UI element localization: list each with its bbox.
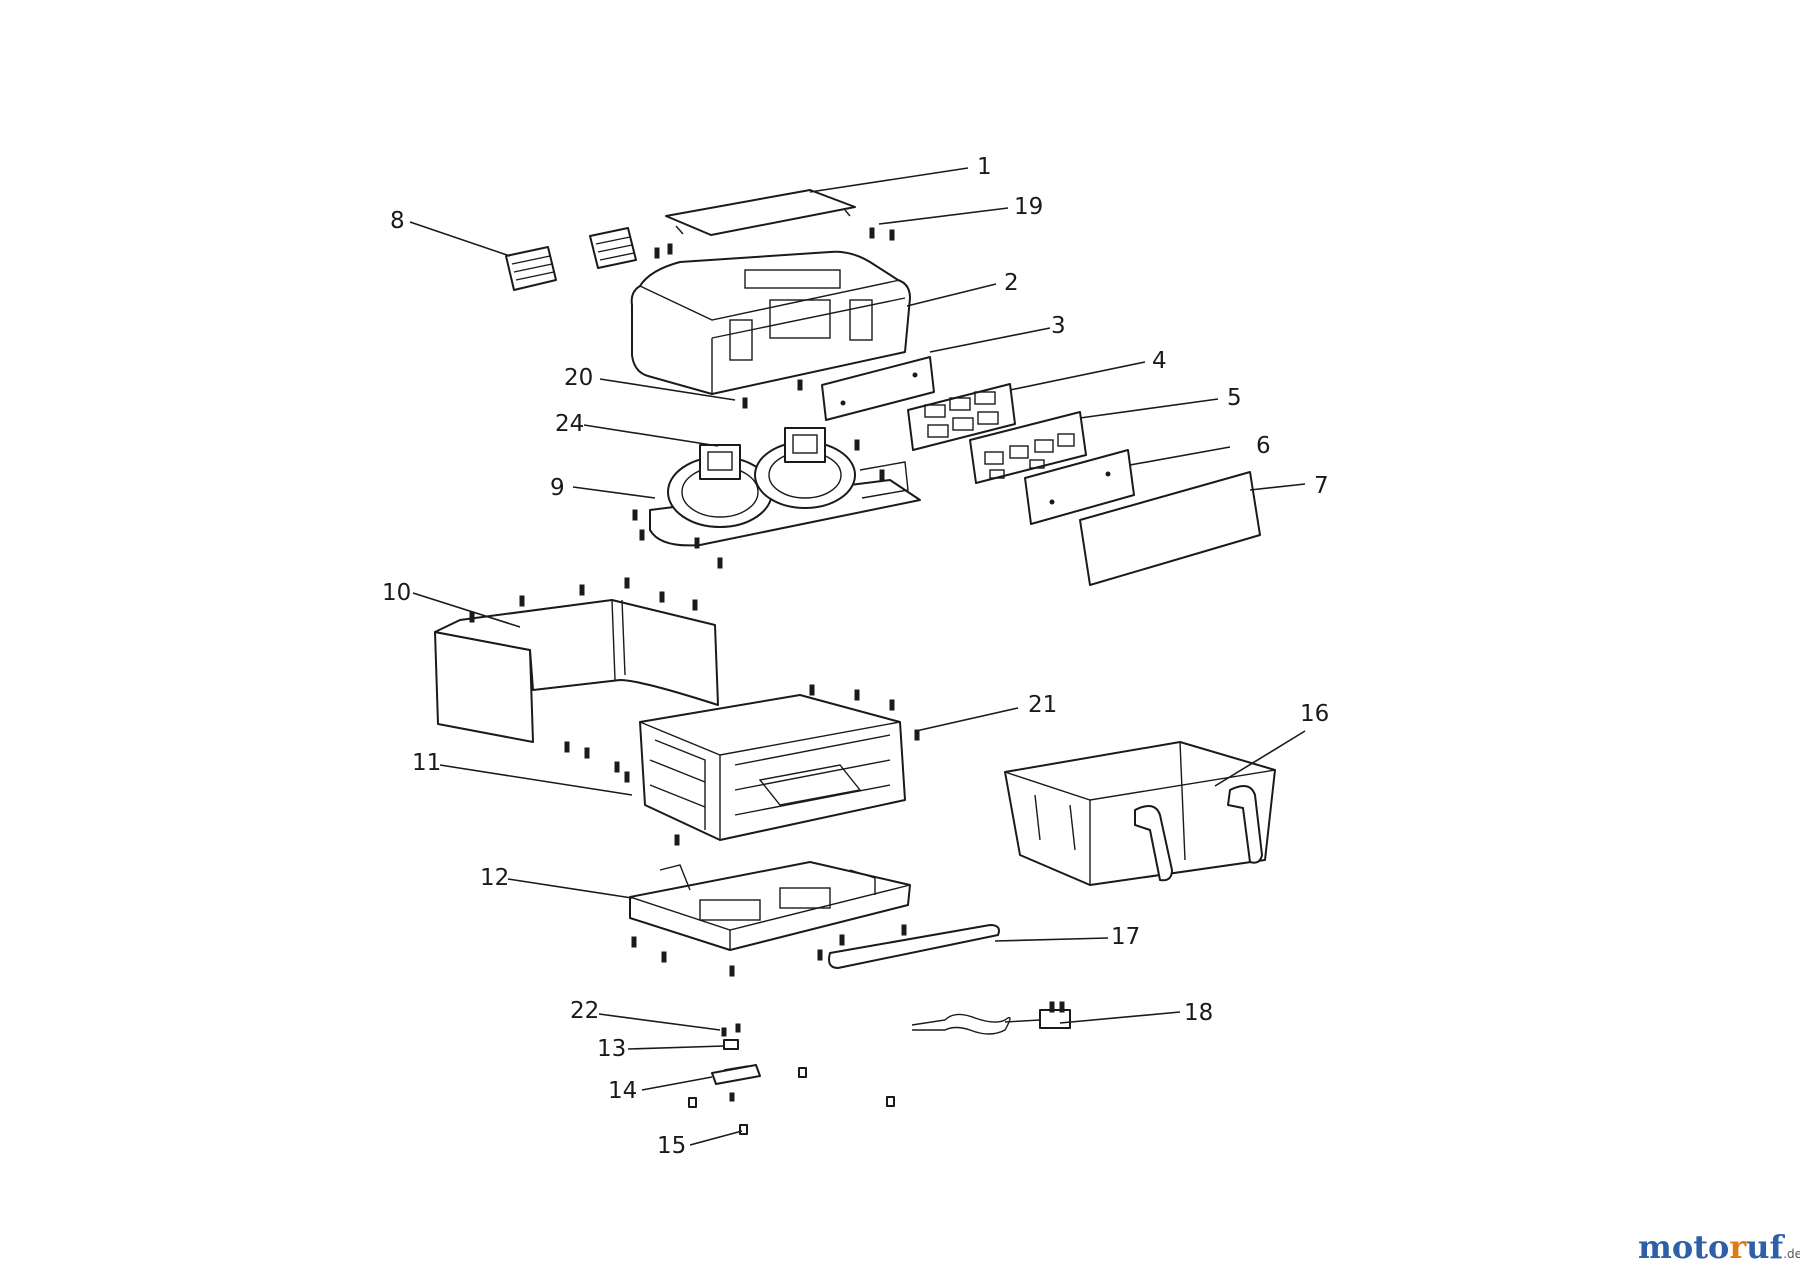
part-front-strip [828, 924, 1000, 969]
callout-1: 1 [977, 154, 992, 180]
part-control-membrane [1024, 449, 1135, 525]
screws [469, 227, 920, 1102]
part-lid-plate [665, 189, 856, 236]
callout-7: 7 [1314, 473, 1329, 499]
part-control-pcb [907, 383, 1016, 451]
callout-17: 17 [1111, 924, 1140, 950]
callout-24: 24 [555, 411, 584, 437]
part-feet [688, 1067, 895, 1135]
callout-5: 5 [1227, 385, 1242, 411]
callout-20: 20 [564, 365, 593, 391]
part-base [629, 861, 911, 951]
part-power-cord [911, 1001, 1071, 1035]
leader-lines [409, 167, 1306, 1146]
callout-13: 13 [597, 1036, 626, 1062]
callout-12: 12 [480, 865, 509, 891]
part-top-housing [630, 250, 911, 395]
brand-text-3: uf [1746, 1228, 1784, 1266]
part-side-shell [434, 599, 719, 743]
part-control-panel-plate [821, 356, 935, 421]
callout-21: 21 [1028, 692, 1057, 718]
callout-11: 11 [412, 750, 441, 776]
part-fan-motor-assembly [649, 427, 921, 547]
callout-15: 15 [657, 1133, 686, 1159]
callout-8: 8 [390, 208, 405, 234]
brand-logo: motoruf.de [1638, 1228, 1800, 1268]
part-baskets [1004, 741, 1276, 886]
part-vent-grilles [505, 227, 637, 291]
callout-3: 3 [1051, 313, 1066, 339]
callout-22: 22 [570, 998, 599, 1024]
brand-text-1: moto [1638, 1228, 1730, 1266]
callout-14: 14 [608, 1078, 637, 1104]
part-front-panel [1079, 471, 1261, 586]
part-sensor-and-board [711, 1039, 761, 1085]
brand-text-2: r [1729, 1228, 1747, 1266]
callout-2: 2 [1004, 270, 1019, 296]
callout-6: 6 [1256, 433, 1271, 459]
callout-4: 4 [1152, 348, 1167, 374]
brand-tld: .de [1783, 1247, 1800, 1261]
callout-19: 19 [1014, 194, 1043, 220]
callout-16: 16 [1300, 701, 1329, 727]
part-pcb-bracket [969, 411, 1087, 484]
callout-9: 9 [550, 475, 565, 501]
callout-10: 10 [382, 580, 411, 606]
callout-labels: 1 2 3 4 5 6 7 8 9 10 11 12 13 14 15 16 1… [382, 154, 1329, 1159]
part-inner-cavity [639, 694, 906, 841]
callout-18: 18 [1184, 1000, 1213, 1026]
